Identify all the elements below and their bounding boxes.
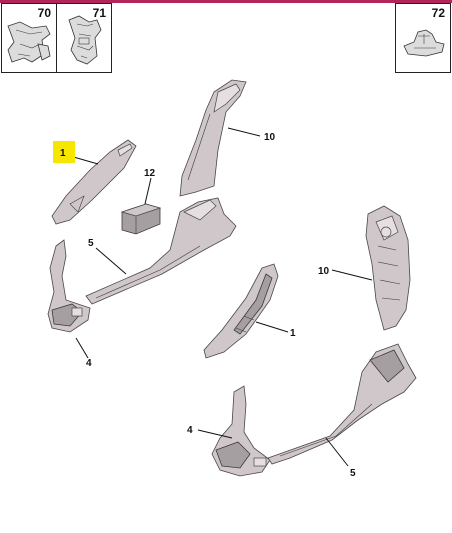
inset-72-number: 72 bbox=[431, 6, 445, 20]
part-4-lower-trim-bottom[interactable] bbox=[211, 385, 271, 477]
callout-12[interactable]: 12 bbox=[144, 168, 156, 179]
part-4-lower-trim-left[interactable] bbox=[47, 239, 91, 333]
part-10-upper-pillar-trim[interactable] bbox=[179, 79, 247, 197]
inset-72[interactable]: 72 bbox=[395, 3, 451, 73]
callout-5-left[interactable]: 5 bbox=[88, 238, 94, 249]
inset-71-clip-icon bbox=[68, 15, 102, 65]
part-1-pillar-trim-mid[interactable] bbox=[203, 263, 279, 359]
callout-4-left[interactable]: 4 bbox=[86, 358, 92, 369]
top-accent-bar bbox=[0, 0, 452, 3]
callout-1-mid[interactable]: 1 bbox=[290, 328, 296, 339]
part-5-sill-trim-top[interactable] bbox=[85, 197, 237, 305]
part-10-pillar-inner-right[interactable] bbox=[365, 205, 411, 331]
part-12-foam-block[interactable] bbox=[120, 203, 162, 235]
callout-5-bottom[interactable]: 5 bbox=[350, 468, 356, 479]
callout-1-highlight bbox=[53, 141, 75, 163]
callout-4-bottom[interactable]: 4 bbox=[187, 425, 193, 436]
inset-72-clip-icon bbox=[403, 29, 445, 57]
leader-lines bbox=[69, 127, 373, 467]
inset-71-number: 71 bbox=[92, 6, 106, 20]
callout-1-top[interactable]: 1 bbox=[60, 148, 66, 159]
inset-71[interactable]: 71 bbox=[56, 3, 112, 73]
inset-70-clip-icon bbox=[7, 21, 51, 63]
inset-70-number: 70 bbox=[37, 6, 51, 20]
callout-10-top[interactable]: 10 bbox=[264, 132, 276, 143]
callout-10-right[interactable]: 10 bbox=[318, 266, 330, 277]
part-1-pillar-trim-top[interactable] bbox=[51, 139, 137, 225]
inset-70[interactable]: 70 bbox=[1, 3, 57, 73]
part-5-sill-trim-bottom[interactable] bbox=[267, 343, 417, 465]
